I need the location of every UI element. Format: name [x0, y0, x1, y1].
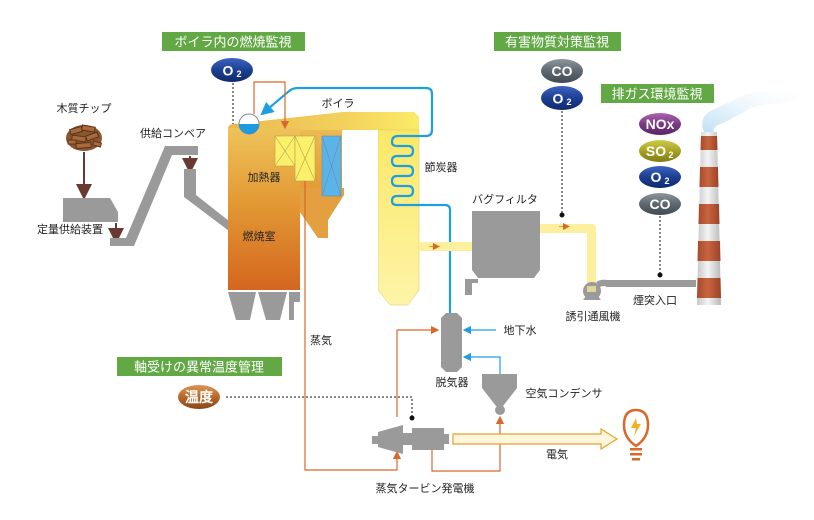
section-label-harmful-substances: 有害物質対策監視: [494, 32, 621, 51]
fan-duct-overlay: [587, 286, 596, 292]
sensor-line-temperature: [226, 396, 413, 417]
badge-exhaust-o2: O 2: [639, 166, 681, 188]
section-label-boiler-combustion: ボイラ内の燃焼監視: [162, 32, 305, 51]
badge-temperature: 温度: [178, 385, 220, 409]
label-bag-filter: バグフィルタ: [472, 192, 538, 206]
section-label-exhaust-gas: 排ガス環境監視: [601, 84, 714, 103]
label-supply-conveyor: 供給コンベア: [140, 126, 206, 140]
badge-harmful-o2: O 2: [541, 86, 583, 110]
sensor-lines: [226, 83, 661, 417]
svg-text:O: O: [651, 169, 662, 185]
label-boiler: ボイラ: [322, 97, 355, 110]
badge-exhaust-co: CO: [639, 193, 681, 215]
svg-text:CO: CO: [552, 63, 573, 79]
label-induced-draft-fan: 誘引通風機: [566, 309, 621, 323]
svg-text:2: 2: [664, 176, 669, 186]
electricity-arrow: [452, 427, 619, 451]
label-deaerator: 脱気器: [436, 375, 469, 389]
label-air-condenser: 空気コンデンサ: [526, 386, 603, 400]
steam-drum: [238, 113, 260, 135]
blue-heat-exchanger: [321, 135, 342, 197]
generator: [412, 428, 449, 450]
steam-turbine: [372, 425, 412, 454]
ash-hoppers: [228, 292, 300, 320]
steam-line-to-turbine: [304, 181, 402, 471]
chimney-smoke: [702, 84, 804, 132]
badge-boiler-o2: O 2: [211, 58, 253, 82]
deaerator: [441, 313, 462, 372]
heater-elements: [274, 135, 316, 182]
supply-conveyor: [110, 146, 198, 246]
svg-text:2: 2: [566, 97, 571, 107]
metered-feeder: [63, 198, 118, 222]
steam-line-to-deaerator: [396, 325, 440, 417]
chimney: [697, 132, 721, 305]
condensate-return-line: [462, 352, 501, 374]
svg-text:O: O: [223, 63, 234, 79]
air-condenser: [482, 374, 517, 415]
svg-text:2: 2: [236, 69, 241, 79]
steam-line-drum-to-heater: [253, 81, 290, 130]
label-groundwater: 地下水: [504, 324, 537, 337]
svg-text:2: 2: [668, 150, 673, 160]
label-steam: 蒸気: [310, 333, 332, 347]
label-steam-turbine-generator: 蒸気タービン発電機: [376, 481, 475, 495]
hopper-chute: [184, 169, 229, 231]
svg-text:ボイラ内の燃焼監視: ボイラ内の燃焼監視: [174, 35, 291, 51]
svg-text:SO: SO: [646, 143, 666, 159]
label-metered-feeder: 定量供給装置: [37, 222, 103, 236]
svg-text:NOx: NOx: [646, 116, 675, 132]
feedwater-line-to-drum: [260, 86, 434, 116]
svg-text:有害物質対策監視: 有害物質対策監視: [505, 35, 609, 51]
badge-exhaust-so2: SO 2: [639, 140, 681, 162]
label-wood-chips: 木質チップ: [57, 101, 112, 115]
light-bulb-icon: [622, 408, 650, 461]
svg-text:排ガス環境監視: 排ガス環境監視: [611, 87, 702, 103]
label-stack-inlet: 煙突入口: [633, 293, 677, 307]
bag-filter: [465, 211, 540, 295]
section-label-bearing-temperature: 軸受けの異常温度管理: [117, 357, 282, 376]
wood-chips-pile: [66, 124, 102, 151]
svg-text:O: O: [553, 91, 564, 107]
label-electricity: 電気: [546, 447, 568, 461]
economizer-coil: [390, 96, 452, 318]
svg-text:CO: CO: [650, 196, 671, 212]
badge-exhaust-nox: NOx: [639, 113, 681, 135]
label-heater: 加熱器: [248, 171, 281, 184]
label-economizer: 節炭器: [425, 160, 458, 174]
badge-harmful-co: CO: [541, 59, 583, 83]
label-combustion-chamber: 燃焼室: [243, 229, 276, 243]
svg-text:温度: 温度: [185, 389, 214, 405]
svg-text:軸受けの異常温度管理: 軸受けの異常温度管理: [134, 360, 264, 376]
